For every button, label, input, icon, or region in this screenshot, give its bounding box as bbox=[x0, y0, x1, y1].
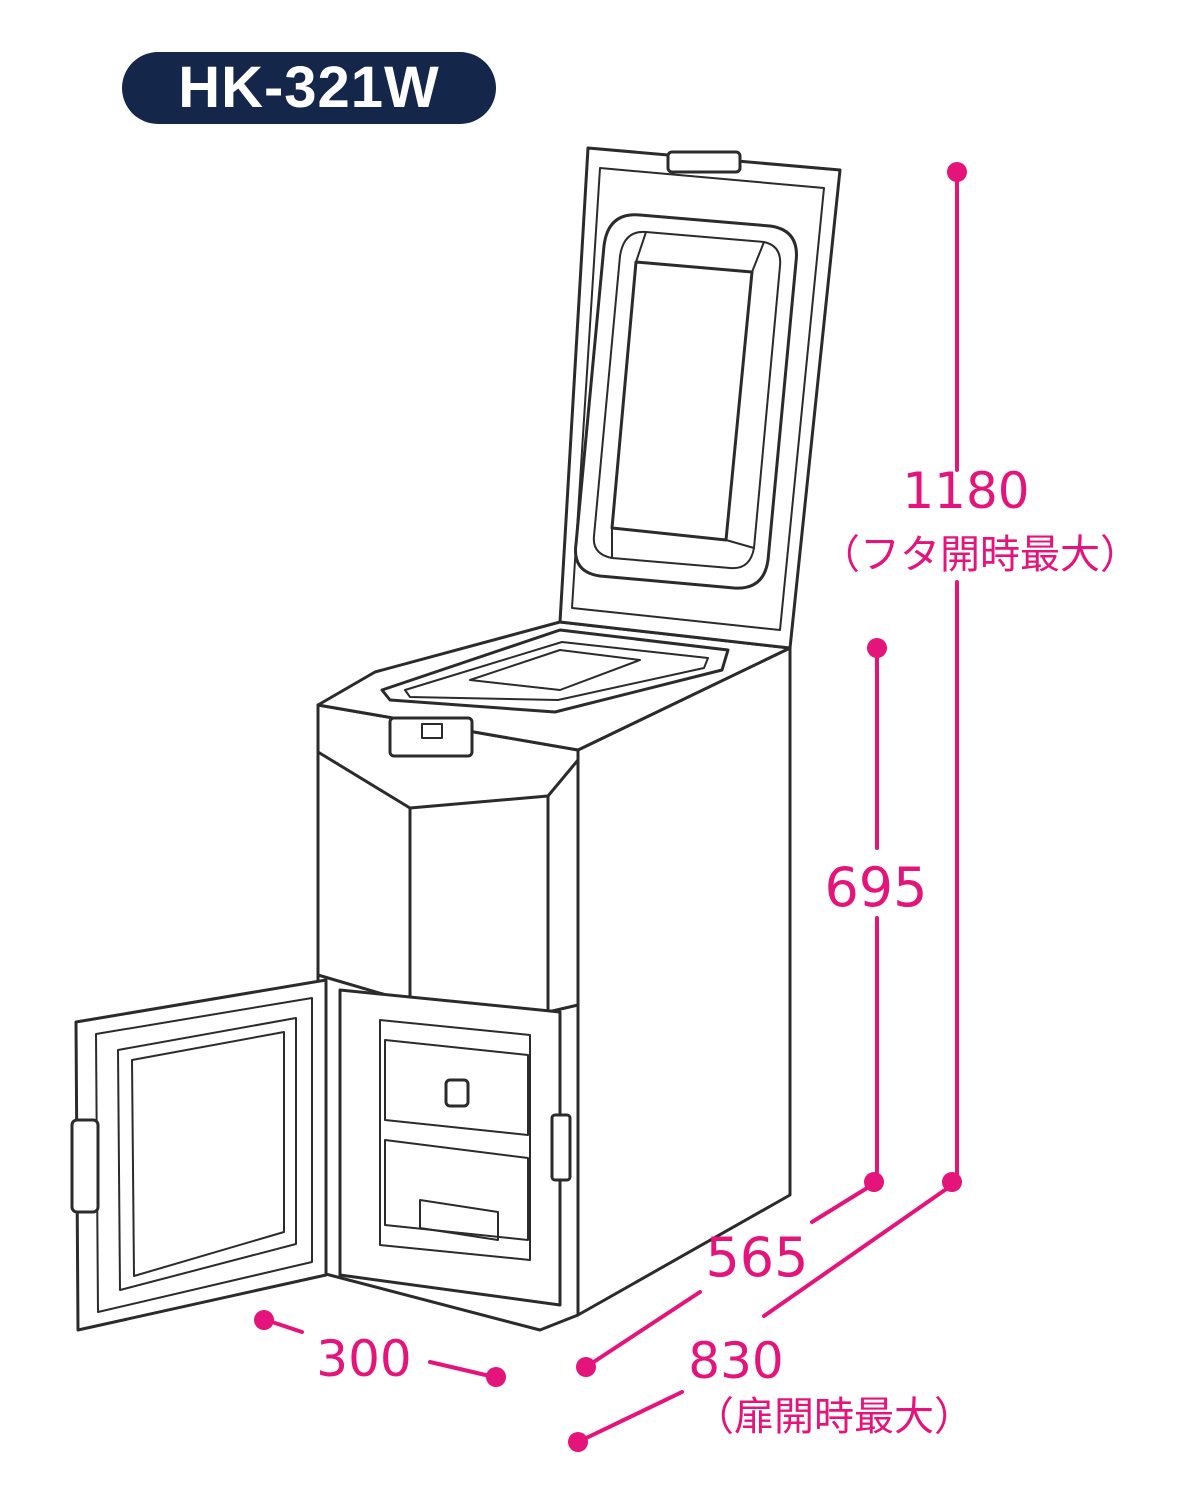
front-bevel bbox=[316, 750, 580, 810]
dim-1180-value: 1180 bbox=[902, 462, 1029, 520]
dim-695-value: 695 bbox=[824, 856, 927, 919]
dim-830-end-dot bbox=[568, 1432, 588, 1452]
dim-1180-bottom-dot bbox=[942, 1172, 962, 1192]
model-badge: HK-321W bbox=[122, 52, 496, 124]
dimension-dots bbox=[254, 162, 967, 1452]
door-hinge bbox=[70, 1118, 100, 1214]
lid-corner-br bbox=[725, 539, 755, 549]
dim-565-line-top bbox=[810, 1183, 874, 1224]
lid-rim bbox=[571, 167, 825, 631]
dim-300-line-right bbox=[428, 1360, 496, 1379]
lid-corner-tl bbox=[635, 231, 647, 263]
door-gasket-inner bbox=[117, 1017, 297, 1291]
hopper-inner bbox=[404, 641, 709, 701]
dim-300-right-dot bbox=[486, 1367, 506, 1387]
dim-1180-top-dot bbox=[947, 162, 967, 182]
inner-back-wall bbox=[379, 1019, 531, 1261]
dim-830-value: 830 bbox=[688, 1332, 783, 1390]
dim-565-value: 565 bbox=[705, 1226, 808, 1289]
hopper-funnel bbox=[469, 649, 641, 691]
dim-830-line-bottom bbox=[576, 1390, 684, 1444]
dim-300-value: 300 bbox=[316, 1330, 411, 1388]
dim-565-end-dot bbox=[576, 1357, 596, 1377]
door-panel bbox=[131, 1031, 285, 1277]
drawer-handle bbox=[419, 1199, 499, 1241]
dim-830-line-top bbox=[762, 1183, 954, 1318]
dim-1180-note: （フタ開時最大） bbox=[820, 532, 1140, 578]
lid-gasket bbox=[574, 213, 798, 590]
front-door bbox=[74, 978, 328, 1332]
body-side-panel bbox=[576, 646, 792, 1317]
lid-corner-tr bbox=[751, 241, 765, 273]
dim-830-note: （扉開時最大） bbox=[694, 1394, 974, 1440]
lid-gasket-inner bbox=[592, 230, 782, 570]
dim-565-line-bottom bbox=[584, 1290, 702, 1369]
body-hinge bbox=[550, 1113, 572, 1182]
rice-drawer bbox=[384, 1139, 529, 1241]
dispenser-button bbox=[444, 1078, 470, 1108]
dim-300-left-dot bbox=[254, 1310, 274, 1330]
front-latch-tab bbox=[421, 723, 443, 739]
lid-handle bbox=[666, 150, 742, 174]
door-gasket-outer bbox=[95, 997, 313, 1313]
dimension-lines bbox=[264, 170, 959, 1444]
rice-storage-unit bbox=[70, 146, 842, 1332]
lid bbox=[558, 146, 842, 650]
dispenser-box bbox=[384, 1039, 529, 1136]
hopper-rim bbox=[380, 628, 730, 714]
dim-695-bottom-dot bbox=[864, 1172, 884, 1192]
dim-695-top-dot bbox=[867, 638, 887, 658]
